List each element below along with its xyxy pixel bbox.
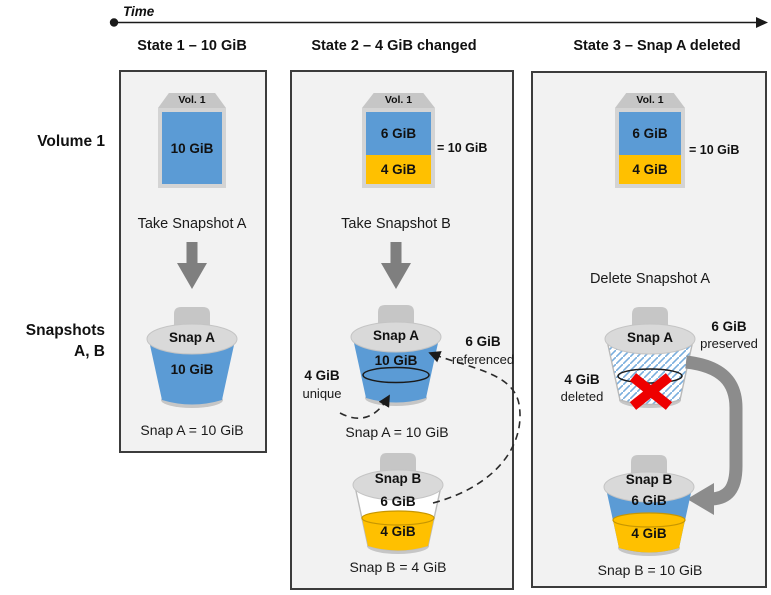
unique-size-label: 4 GiB (304, 368, 340, 383)
snap-b-bucket-state3 (603, 455, 695, 556)
volume-lid: Vol. 1 (615, 93, 685, 108)
preserved-size-label: 6 GiB (711, 319, 747, 334)
unique-word-label: unique (302, 386, 342, 401)
snap-b-top-size: 6 GiB (631, 493, 667, 508)
split-ring (617, 368, 683, 384)
preserved-word-label: preserved (700, 336, 758, 351)
volume-body: 10 GiB (158, 108, 226, 188)
action-take-snapshot-b: Take Snapshot B (341, 216, 451, 232)
referenced-dashed-arrow (428, 351, 521, 504)
snap-a-size: 10 GiB (374, 353, 418, 368)
volume-segment-blue: 10 GiB (162, 112, 222, 184)
preserved-elbow-arrow (685, 355, 743, 515)
volume-lid-label: Vol. 1 (178, 94, 206, 106)
deleted-word-label: deleted (560, 389, 604, 404)
elbow-arrowhead-icon (687, 483, 714, 515)
volume-size-label: 10 GiB (170, 140, 214, 156)
snap-b-caption: Snap B = 4 GiB (349, 559, 447, 575)
volume-segment-blue: 6 GiB (366, 112, 431, 155)
state1-header: State 1 – 10 GiB (137, 38, 247, 54)
volume-top-label: 6 GiB (632, 126, 668, 141)
volume-segment-yellow: 4 GiB (366, 155, 431, 184)
volume-bottom-label: 4 GiB (632, 162, 668, 177)
unique-dashed-arrow (339, 394, 390, 420)
volume-segment-yellow: 4 GiB (619, 155, 681, 184)
state3-header: State 3 – Snap A deleted (573, 38, 741, 54)
row-label-snapshots: Snapshots (25, 322, 105, 339)
snap-a-bucket-state1 (146, 307, 238, 408)
snap-a-name: Snap A (168, 330, 215, 345)
referenced-size-label: 6 GiB (465, 334, 501, 349)
volume-lid: Vol. 1 (158, 93, 226, 108)
volume-body: 6 GiB 4 GiB (362, 108, 435, 188)
volume-bottom-label: 4 GiB (380, 162, 417, 177)
timeline-arrowhead-icon (756, 17, 768, 28)
timeline-label: Time (123, 4, 155, 19)
volume-lid: Vol. 1 (362, 93, 435, 108)
referenced-word-label: referenced (451, 352, 515, 367)
volume-segment-blue: 6 GiB (619, 112, 681, 155)
snap-b-top-size: 6 GiB (380, 494, 416, 509)
action-take-snapshot-a: Take Snapshot A (137, 216, 247, 232)
snap-a-size: 10 GiB (170, 362, 214, 377)
fill-surface (361, 510, 435, 526)
down-arrow-icon (177, 242, 207, 289)
timeline-arrow (109, 17, 768, 28)
snap-b-bucket-state2 (352, 453, 444, 554)
fill-surface (612, 512, 686, 528)
down-arrow-icon (381, 242, 411, 289)
snap-b-name: Snap B (625, 472, 673, 487)
row-label-snapshots-sub: A, B (74, 343, 105, 360)
snap-a-name: Snap A (626, 330, 673, 345)
snap-a-bucket-state2 (350, 305, 442, 406)
snap-b-caption: Snap B = 10 GiB (597, 562, 703, 578)
volume-total-label: = 10 GiB (689, 143, 740, 157)
volume-lid-label: Vol. 1 (384, 94, 413, 106)
row-label-volume: Volume 1 (37, 133, 105, 150)
volume-top-label: 6 GiB (380, 126, 417, 141)
deleted-size-label: 4 GiB (564, 372, 600, 387)
snap-a-caption: Snap A = 10 GiB (140, 422, 244, 438)
snap-b-bottom-size: 4 GiB (380, 524, 416, 539)
snap-b-bottom-size: 4 GiB (631, 526, 667, 541)
snap-a-caption: Snap A = 10 GiB (345, 424, 449, 440)
state2-header: State 2 – 4 GiB changed (311, 38, 477, 54)
snap-a-name: Snap A (372, 328, 419, 343)
split-ring (362, 366, 430, 384)
delete-x-icon (629, 373, 673, 410)
volume-body: 6 GiB 4 GiB (615, 108, 685, 188)
volume-total-label: = 10 GiB (437, 141, 488, 155)
snap-a-bucket-state3 (604, 307, 696, 408)
volume-lid-label: Vol. 1 (636, 94, 664, 106)
snap-b-name: Snap B (374, 471, 422, 486)
action-delete-snapshot-a: Delete Snapshot A (589, 271, 711, 287)
